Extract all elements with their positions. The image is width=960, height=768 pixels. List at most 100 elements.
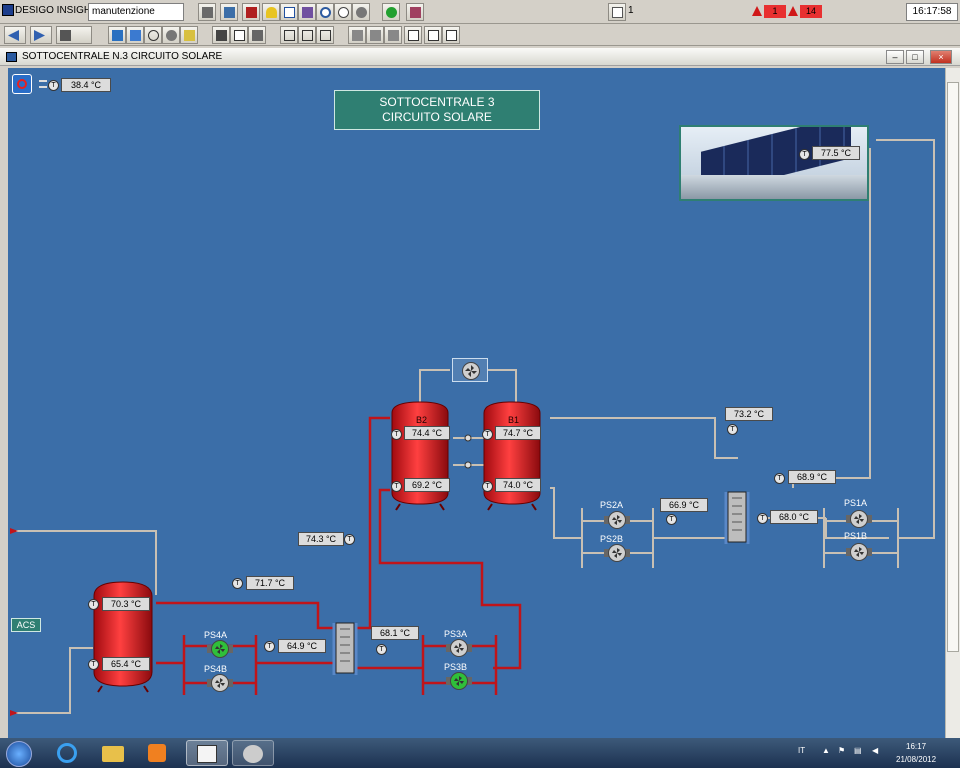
print-icon[interactable] xyxy=(198,3,216,21)
desigo-taskbar-icon[interactable] xyxy=(186,740,228,766)
close-button[interactable]: × xyxy=(930,50,952,64)
window2-icon[interactable] xyxy=(424,26,442,44)
temp-68-0-sensor-icon: T xyxy=(757,513,768,524)
pump-ps4b[interactable] xyxy=(207,674,233,692)
alarm-status-icon[interactable] xyxy=(12,74,32,94)
temp-71-7-sensor-icon: T xyxy=(232,578,243,589)
language-indicator[interactable]: IT xyxy=(798,746,806,755)
fan-icon xyxy=(215,678,225,688)
back-icon[interactable] xyxy=(4,26,26,44)
nav-icon[interactable] xyxy=(56,26,92,44)
b2-bottom-temp[interactable]: 69.2 °C xyxy=(404,478,450,492)
pump-ps1a[interactable] xyxy=(846,510,872,528)
temp-68-1[interactable]: 68.1 °C xyxy=(371,626,419,640)
pump-ps1b[interactable] xyxy=(846,543,872,561)
globe-icon[interactable] xyxy=(162,26,180,44)
tree-icon[interactable] xyxy=(126,26,144,44)
start-button[interactable] xyxy=(6,741,32,767)
b1-bottom-temp[interactable]: 74.0 °C xyxy=(495,478,541,492)
pump-ps2a[interactable] xyxy=(604,511,630,529)
notes-icon[interactable] xyxy=(406,3,424,21)
solar-panel-temp[interactable]: 77.5 °C xyxy=(812,146,860,160)
taskbar-date[interactable]: 21/08/2012 xyxy=(896,755,937,764)
paint-taskbar-icon[interactable] xyxy=(232,740,274,766)
check-icon[interactable] xyxy=(382,3,400,21)
event-count[interactable]: 14 xyxy=(800,5,822,18)
stack-icon[interactable] xyxy=(212,26,230,44)
fan-icon xyxy=(465,365,477,377)
grey2-icon[interactable] xyxy=(366,26,384,44)
layout1-icon[interactable] xyxy=(280,26,298,44)
volume-icon[interactable]: ◀ xyxy=(872,746,879,755)
temp-73-2-sensor-icon: T xyxy=(727,424,738,435)
acs-bottom-temp[interactable]: 65.4 °C xyxy=(102,657,150,671)
b1-top-temp[interactable]: 74.7 °C xyxy=(495,426,541,440)
pump-ps2b[interactable] xyxy=(604,544,630,562)
printer-icon[interactable] xyxy=(248,26,266,44)
temp-68-0[interactable]: 68.0 °C xyxy=(770,510,818,524)
ps1b-label: PS1B xyxy=(844,531,868,541)
grey3-icon[interactable] xyxy=(384,26,402,44)
temp-66-9[interactable]: 66.9 °C xyxy=(660,498,708,512)
windows-taskbar: IT ▲ ⚑ ▤ ◀ 16:17 21/08/2012 xyxy=(0,738,960,768)
network-icon[interactable] xyxy=(108,26,126,44)
taskbar-time[interactable]: 16:17 xyxy=(906,742,927,751)
window-icon xyxy=(6,52,17,62)
grey1-icon[interactable] xyxy=(348,26,366,44)
temp-64-9[interactable]: 64.9 °C xyxy=(278,639,326,653)
window1-icon[interactable] xyxy=(404,26,422,44)
tray-expand-icon[interactable]: ▲ xyxy=(822,746,830,755)
acs-top-temp[interactable]: 70.3 °C xyxy=(102,597,150,611)
camera-icon[interactable] xyxy=(180,26,198,44)
compass-icon[interactable] xyxy=(144,26,162,44)
user-field[interactable]: manutenzione xyxy=(88,3,184,21)
plant-title-line2: CIRCUITO SOLARE xyxy=(382,110,492,124)
forward-icon[interactable] xyxy=(30,26,52,44)
login-icon[interactable] xyxy=(220,3,238,21)
pump-ps3a[interactable] xyxy=(446,639,472,657)
maximize-button[interactable]: □ xyxy=(906,50,924,64)
acs-label: ACS xyxy=(11,618,41,632)
desigo-logo-icon xyxy=(2,4,14,16)
pump-ps3b[interactable] xyxy=(446,672,472,690)
b2-top-sensor-icon: T xyxy=(391,429,402,440)
minimize-button[interactable]: – xyxy=(886,50,904,64)
temp-73-2[interactable]: 73.2 °C xyxy=(725,407,773,421)
report-icon[interactable] xyxy=(242,3,260,21)
fan-icon xyxy=(215,644,225,654)
temp-68-1-sensor-icon: T xyxy=(376,644,387,655)
event-icon[interactable] xyxy=(788,6,798,16)
heat-exchanger-solar xyxy=(724,491,750,544)
bell-icon[interactable] xyxy=(262,3,280,21)
b1-bottom-sensor-icon: T xyxy=(482,481,493,492)
ps1a-label: PS1A xyxy=(844,498,868,508)
outdoor-temp[interactable]: 38.4 °C xyxy=(61,78,111,92)
b2-top-temp[interactable]: 74.4 °C xyxy=(404,426,450,440)
clock-icon[interactable] xyxy=(334,3,352,21)
layout3-icon[interactable] xyxy=(316,26,334,44)
vertical-scrollbar[interactable] xyxy=(945,68,960,738)
alarm-count[interactable]: 1 xyxy=(764,5,786,18)
temp-71-7[interactable]: 71.7 °C xyxy=(246,576,294,590)
book-icon[interactable] xyxy=(298,3,316,21)
temp-74-3[interactable]: 74.3 °C xyxy=(298,532,344,546)
temp-68-9[interactable]: 68.9 °C xyxy=(788,470,836,484)
search-icon[interactable] xyxy=(316,3,334,21)
flag-icon[interactable]: ⚑ xyxy=(838,746,846,755)
window-counter-icon[interactable] xyxy=(608,3,626,21)
tank-b1-label: B1 xyxy=(508,415,520,425)
zoom-icon[interactable] xyxy=(352,3,370,21)
folder-icon[interactable] xyxy=(98,740,128,766)
alarm-icon[interactable] xyxy=(752,6,762,16)
layout2-icon[interactable] xyxy=(298,26,316,44)
pump-ps4a[interactable] xyxy=(207,640,233,658)
network-tray-icon[interactable]: ▤ xyxy=(854,746,862,755)
media-player-icon[interactable] xyxy=(142,740,172,766)
scrollbar-thumb[interactable] xyxy=(947,82,959,652)
diverter-valve[interactable] xyxy=(452,358,488,382)
window3-icon[interactable] xyxy=(442,26,460,44)
page-icon[interactable] xyxy=(230,26,248,44)
ps3a-label: PS3A xyxy=(444,629,468,639)
trend-icon[interactable] xyxy=(280,3,298,21)
internet-explorer-icon[interactable] xyxy=(52,740,82,766)
